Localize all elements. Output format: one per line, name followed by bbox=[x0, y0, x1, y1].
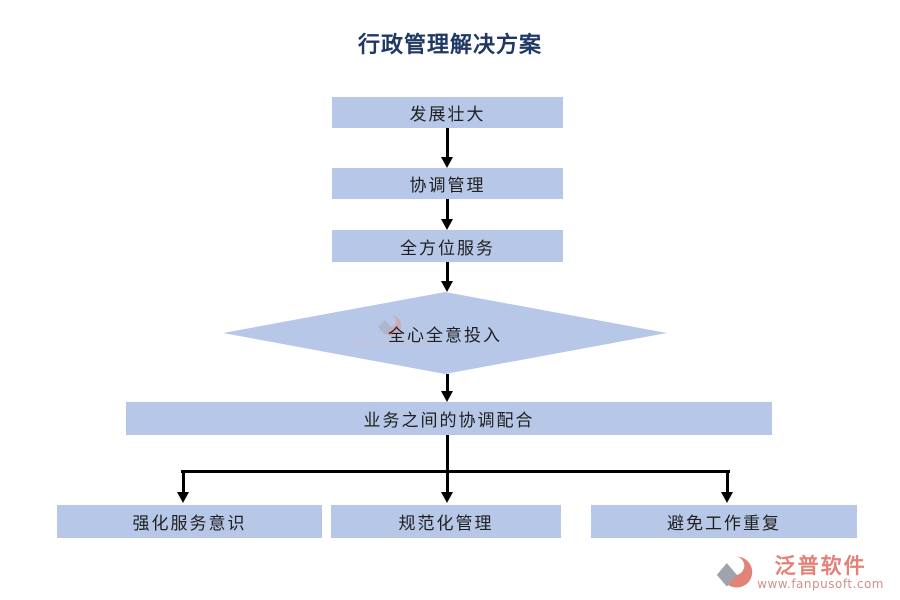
arrow-head bbox=[441, 391, 453, 402]
decision-diamond-content: FANPU SOFTWARE 全心全意投入 bbox=[223, 292, 667, 374]
arrow-head bbox=[441, 281, 453, 292]
branch-horizontal-line bbox=[181, 470, 730, 473]
page-title: 行政管理解决方案 bbox=[357, 32, 542, 58]
brand-url: www.fanpusoft.com bbox=[757, 577, 884, 592]
arrow-down-icon bbox=[177, 470, 189, 503]
arrow-shaft bbox=[445, 128, 449, 159]
arrow-shaft bbox=[445, 374, 449, 393]
brand-name: 泛普软件 bbox=[774, 553, 867, 578]
flow-node-leaf2: 规范化管理 bbox=[331, 505, 561, 538]
arrow-down-icon bbox=[441, 199, 453, 230]
fanpu-logo-icon bbox=[378, 315, 402, 336]
arrow-down-icon bbox=[441, 262, 453, 292]
arrow-head bbox=[721, 492, 733, 503]
arrow-head bbox=[177, 492, 189, 503]
arrow-down-icon bbox=[441, 128, 453, 168]
flow-node-level1: 发展壮大 bbox=[332, 97, 563, 128]
arrow-shaft bbox=[445, 435, 449, 494]
flow-node-level3: 全方位服务 bbox=[332, 230, 563, 262]
flow-node-leaf3: 避免工作重复 bbox=[591, 505, 857, 538]
decision-label: 全心全意投入 bbox=[388, 325, 502, 346]
arrow-down-icon bbox=[441, 374, 453, 402]
brand-text-block: 泛普软件 www.fanpusoft.com bbox=[757, 554, 884, 591]
watermark-caption: FANPU SOFTWARE bbox=[351, 339, 429, 347]
fanpu-logo-icon bbox=[716, 556, 753, 588]
arrow-shaft bbox=[445, 262, 449, 283]
flow-node-hub: 业务之间的协调配合 bbox=[126, 402, 772, 435]
fanpu-footer-logo: 泛普软件 www.fanpusoft.com bbox=[715, 554, 884, 592]
arrow-down-icon bbox=[721, 470, 733, 503]
fanpu-watermark: FANPU SOFTWARE bbox=[351, 314, 429, 347]
arrow-head bbox=[441, 492, 453, 503]
flow-node-leaf1: 强化服务意识 bbox=[57, 505, 322, 538]
arrow-head bbox=[441, 157, 453, 168]
arrow-shaft bbox=[725, 470, 729, 494]
arrow-shaft bbox=[445, 199, 449, 221]
arrow-down-icon bbox=[441, 435, 453, 503]
flow-node-level2: 协调管理 bbox=[332, 168, 563, 199]
arrow-head bbox=[441, 219, 453, 230]
arrow-shaft bbox=[181, 470, 185, 494]
